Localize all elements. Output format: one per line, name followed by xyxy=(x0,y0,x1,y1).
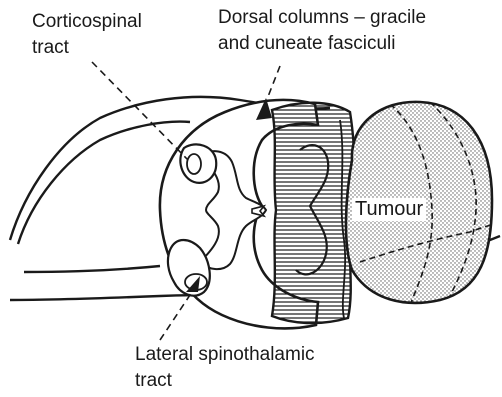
corticospinal-tract-core xyxy=(187,154,201,174)
label-tumour: Tumour xyxy=(352,198,426,221)
label-dorsal-columns-line2: and cuneate fasciculi xyxy=(218,32,395,56)
label-corticospinal-line1: Corticospinal xyxy=(32,10,142,34)
label-spinothalamic-line2: tract xyxy=(135,369,172,393)
corticospinal-leader-line xyxy=(92,62,188,160)
label-spinothalamic-line1: Lateral spinothalamic xyxy=(135,343,315,367)
label-dorsal-columns-line1: Dorsal columns – gracile xyxy=(218,6,426,30)
dura-inner-lower xyxy=(24,266,160,272)
label-corticospinal-line2: tract xyxy=(32,36,69,60)
